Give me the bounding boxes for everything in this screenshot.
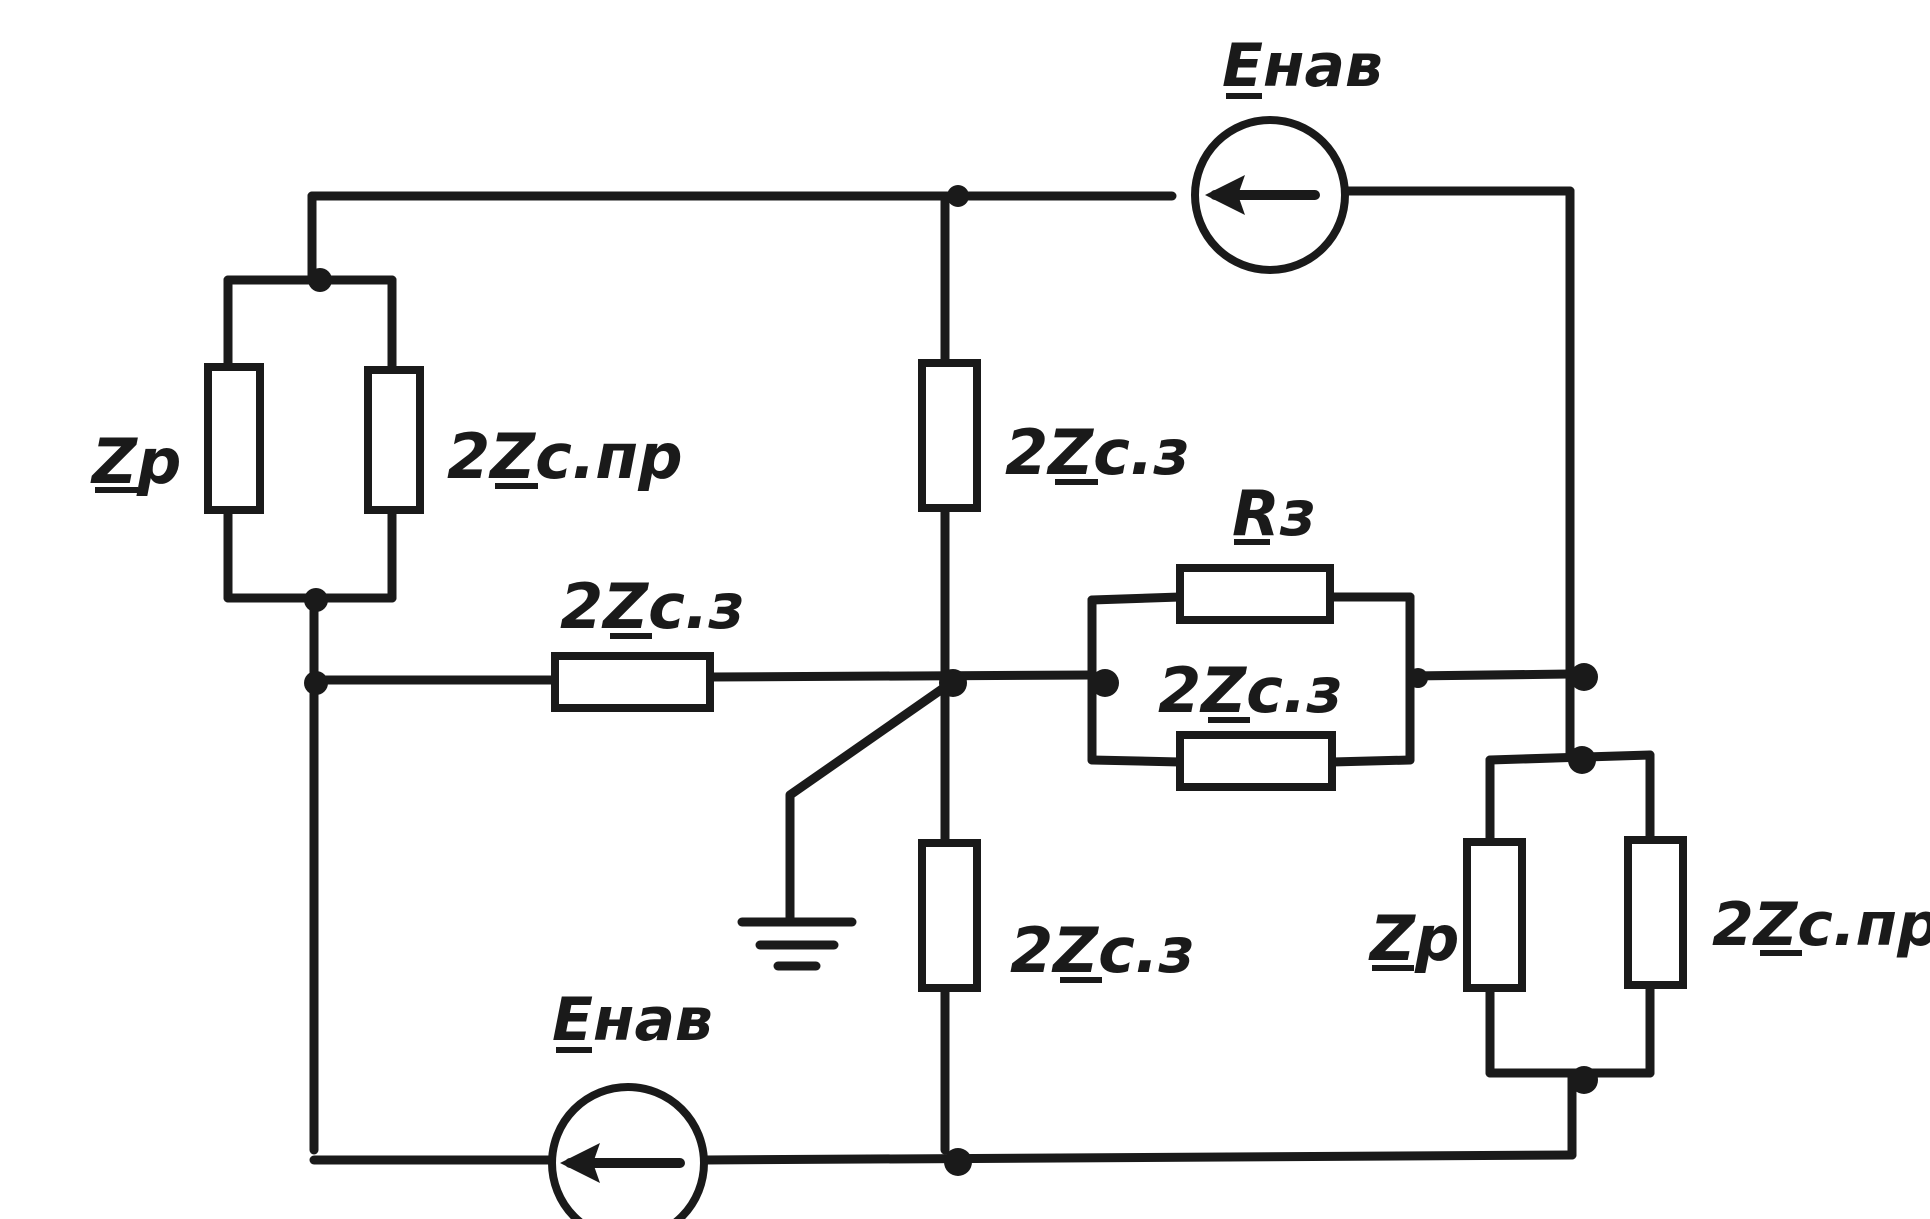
resistor-2zcpr-right [1624, 836, 1687, 989]
label-2zcz-left-horizontal: 2Zс.з [560, 570, 744, 643]
resistor-zp-right [1463, 838, 1526, 992]
label-2zcpr-left: 2Zс.пр [447, 420, 683, 493]
label-2zcz-center-top: 2Zс.з [1005, 416, 1189, 489]
resistor-2zcz-right-parallel [1176, 731, 1336, 791]
resistor-zp-left [204, 363, 264, 514]
junction-dots [304, 185, 1598, 1176]
resistor-2zcz-center-top [918, 359, 981, 512]
label-zp-left: Zр [90, 425, 181, 498]
labels: Eнав Zр 2Zс.пр 2Zс.з Rз 2Zс.з 2Zс.з 2Zс.… [90, 31, 1930, 1055]
label-2zcz-center-bottom: 2Zс.з [1010, 914, 1194, 987]
voltage-source-bottom [548, 1083, 708, 1219]
voltage-source-top [1191, 116, 1349, 274]
resistor-2zcz-center-bottom [918, 839, 981, 992]
label-rz: Rз [1232, 477, 1316, 550]
resistor-2zcz-left-horizontal [551, 652, 714, 712]
resistor-rz [1176, 564, 1334, 624]
label-2zcz-right-parallel: 2Zс.з [1158, 654, 1342, 727]
wires [223, 186, 1655, 1165]
label-2zcpr-right: 2Zс.пр [1712, 890, 1930, 960]
label-zp-right: Zр [1368, 902, 1459, 975]
label-source-top: Eнав [1222, 31, 1383, 101]
resistor-2zcpr-left [364, 366, 424, 514]
label-source-bottom: Eнав [552, 985, 713, 1055]
